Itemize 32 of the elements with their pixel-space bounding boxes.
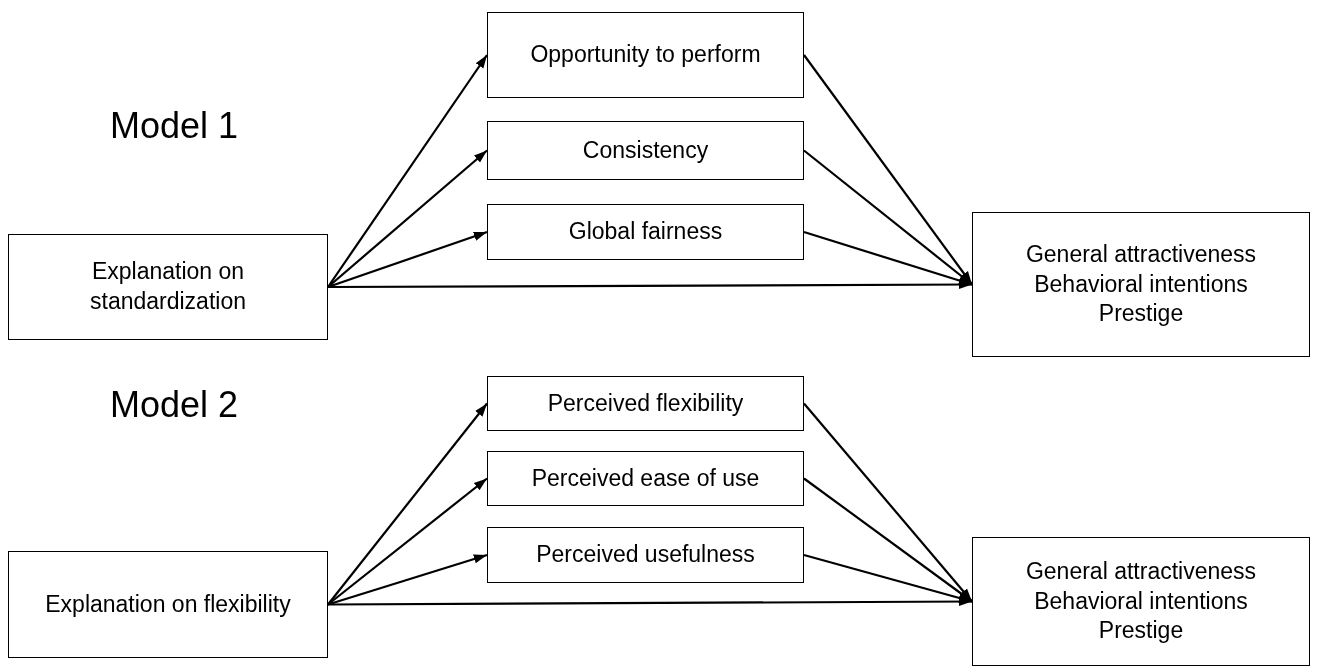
box [487, 376, 804, 431]
box [8, 551, 328, 658]
box [487, 451, 804, 506]
box-text: Prestige [1098, 616, 1184, 646]
box-text: Perceived usefulness [536, 540, 755, 570]
box [972, 212, 1310, 357]
box-text: General attractiveness [1025, 556, 1257, 586]
arrow [327, 402, 488, 606]
box [487, 121, 804, 180]
box [487, 12, 804, 98]
box [8, 234, 328, 340]
model-heading: Model 2 [110, 384, 239, 426]
model-heading: Model 1 [110, 105, 239, 147]
box-text: Global fairness [568, 217, 723, 247]
box-text: Consistency [582, 135, 709, 165]
box-text: General attractiveness [1025, 239, 1257, 269]
box-text: Behavioral intentions [1034, 586, 1248, 616]
box-text: Explanation on flexibility [45, 589, 291, 619]
arrow [327, 149, 488, 288]
box-text: Explanation on standardization [89, 257, 247, 316]
box-text: Prestige [1098, 299, 1184, 329]
box-text: Opportunity to perform [530, 40, 761, 70]
box [487, 527, 804, 583]
arrow [327, 477, 488, 606]
box [972, 537, 1310, 666]
box-text: Perceived flexibility [547, 388, 744, 418]
box-text: Perceived ease of use [531, 463, 760, 493]
arrow [803, 553, 973, 603]
box [487, 204, 804, 260]
arrow [327, 54, 488, 288]
box-text: Behavioral intentions [1034, 269, 1248, 299]
arrow [803, 230, 973, 286]
